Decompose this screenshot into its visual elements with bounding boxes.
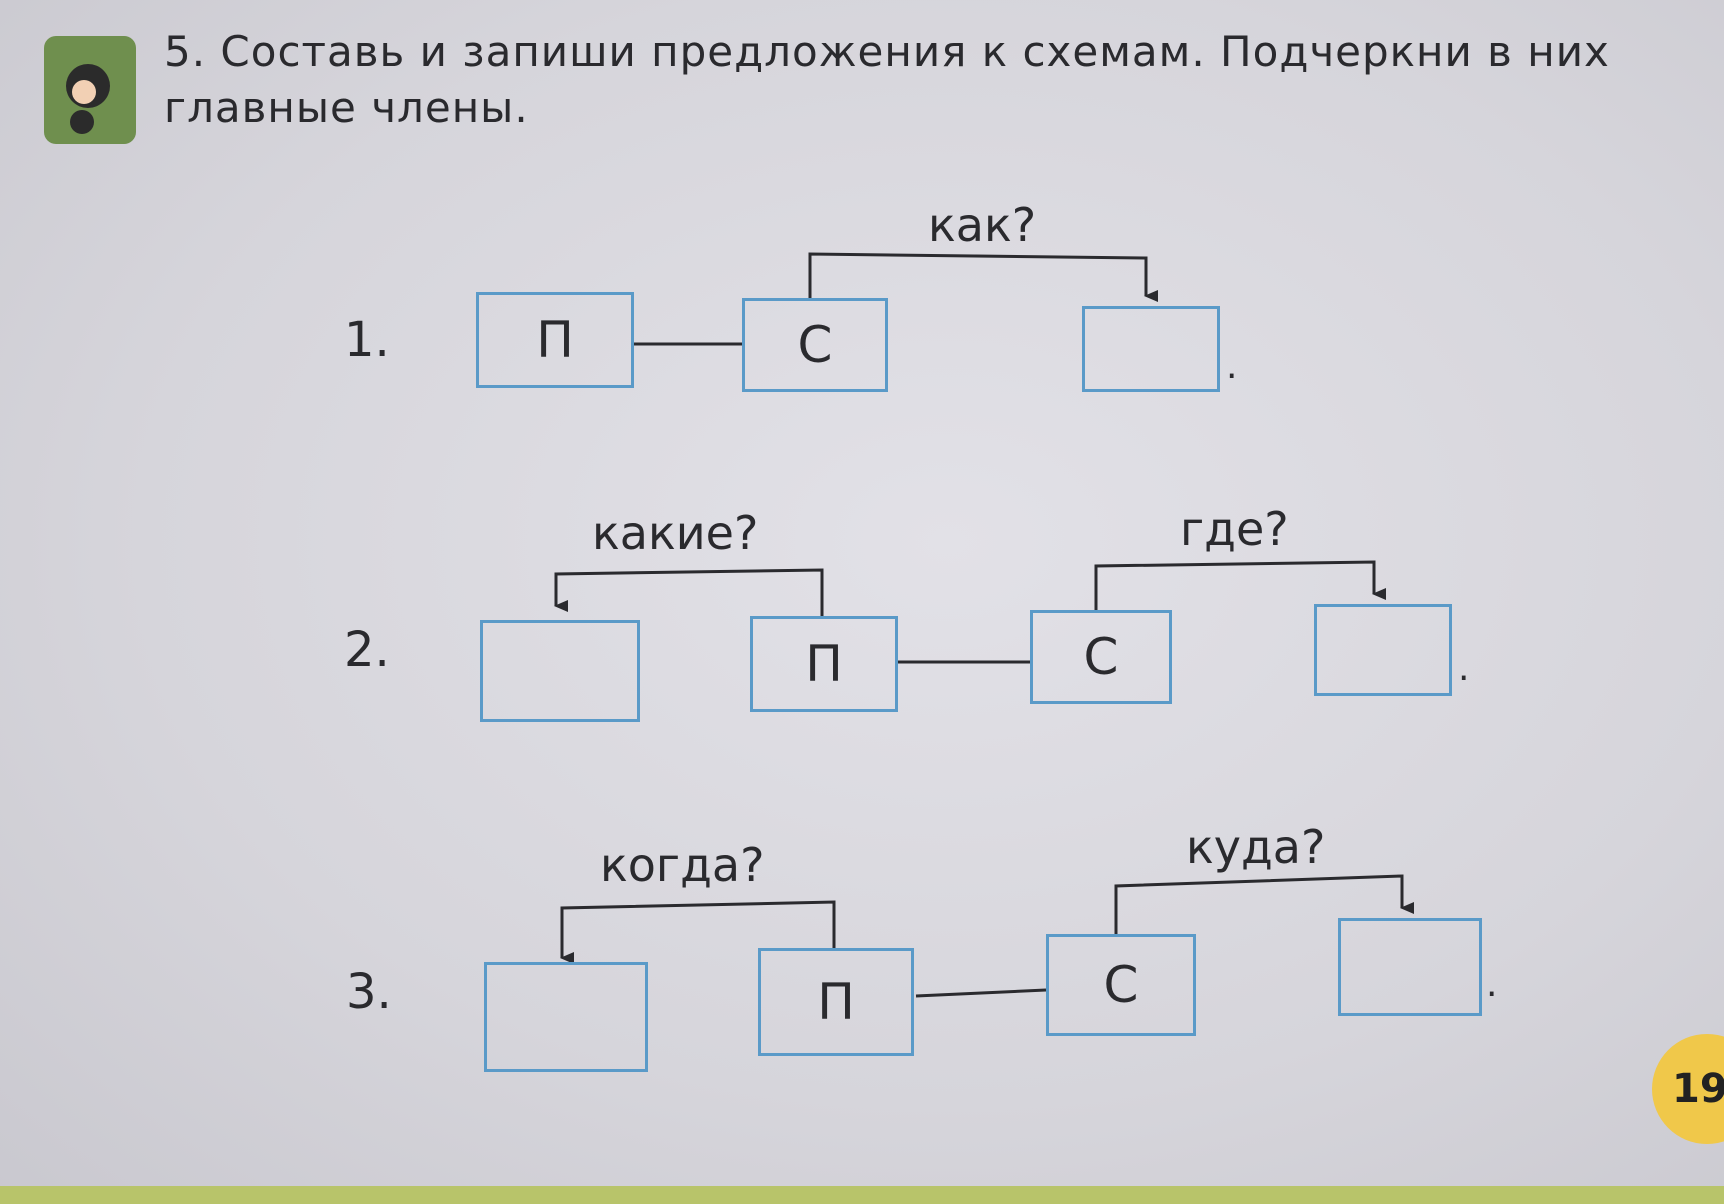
question-arrow xyxy=(554,568,824,616)
scheme-number: 3. xyxy=(346,964,392,1020)
subject-box: С xyxy=(742,298,888,392)
empty-box xyxy=(1082,306,1220,392)
predicate-box: П xyxy=(476,292,634,388)
task-title: 5. Составь и запиши предложения к схемам… xyxy=(164,27,1610,132)
question-arrow xyxy=(1094,560,1386,610)
predicate-subject-line xyxy=(915,988,1047,998)
predicate-box: П xyxy=(750,616,898,712)
scheme-number: 2. xyxy=(344,622,390,678)
question-label: как? xyxy=(928,198,1037,252)
page-bottom-strip xyxy=(0,1186,1724,1204)
question-label: когда? xyxy=(600,838,765,892)
sentence-period: . xyxy=(1226,346,1238,387)
subject-box: С xyxy=(1046,934,1196,1036)
empty-box xyxy=(484,962,648,1072)
sentence-period: . xyxy=(1458,648,1470,689)
subject-box: С xyxy=(1030,610,1172,704)
question-arrow xyxy=(808,252,1158,302)
question-label: куда? xyxy=(1186,820,1326,874)
question-label: какие? xyxy=(592,506,759,560)
question-arrow xyxy=(560,900,836,964)
predicate-box: П xyxy=(758,948,914,1056)
task-type-icon xyxy=(44,36,136,144)
question-label: где? xyxy=(1180,502,1289,556)
empty-box xyxy=(1338,918,1482,1016)
scheme-number: 1. xyxy=(344,312,390,368)
empty-box xyxy=(480,620,640,722)
question-arrow xyxy=(1114,874,1414,934)
empty-box xyxy=(1314,604,1452,696)
sentence-period: . xyxy=(1486,964,1498,1005)
